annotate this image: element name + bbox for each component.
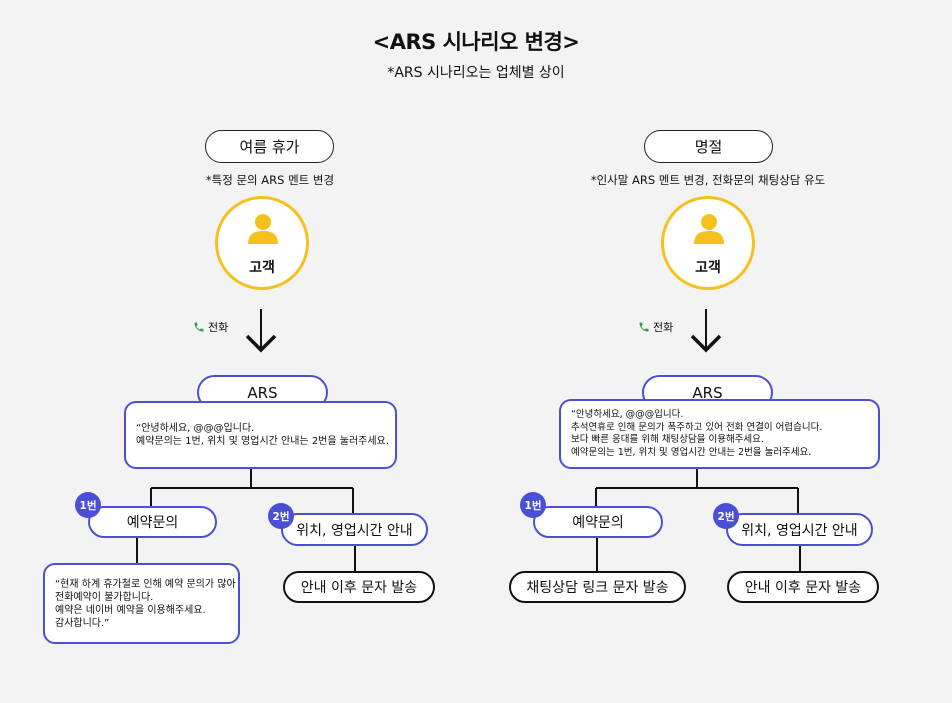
option2-result-right: 안내 이후 문자 발송 [727,571,879,603]
message-line: 예약문의는 1번, 위치 및 영업시간 안내는 2번을 눌러주세요. [571,446,812,458]
message-line: 보다 빠른 응대를 위해 채팅상담을 이용해주세요. [571,434,764,445]
customer-label: 고객 [695,260,721,276]
option1-pill-left: 예약문의 [88,506,217,538]
call-text: 전화 [653,321,674,334]
message-line: 예약은 네이버 예약을 이용해주세요. [55,604,206,616]
phone-icon [639,322,649,332]
customer-circle-right: 고객 [661,196,755,290]
message-line: 전화예약이 불가합니다. [55,591,154,603]
scenario-holiday-pill: 명절 [644,130,773,163]
customer-circle-left: 고객 [215,196,309,290]
message-line: “안녕하세요, @@@입니다. [571,409,684,420]
call-label-right: 전화 [638,319,673,335]
message-line: “안녕하세요, @@@입니다. [136,423,255,434]
customer-label: 고객 [249,260,275,276]
message-line: “현재 하계 휴가철로 인해 예약 문의가 많아 [55,578,236,590]
call-text: 전화 [208,321,229,334]
scenario-summer-pill: 여름 휴가 [205,130,334,163]
option1-badge-left: 1번 [75,492,101,518]
option1-message-box-left: “현재 하계 휴가철로 인해 예약 문의가 많아 전화예약이 불가합니다. 예약… [43,563,240,644]
option2-badge-left: 2번 [268,503,294,529]
option2-pill-left: 위치, 영업시간 안내 [281,513,428,546]
scenario-summer-note: *특정 문의 ARS 멘트 변경 [205,173,335,187]
scenario-holiday-note: *인사말 ARS 멘트 변경, 전화문의 채팅상담 유도 [590,173,826,187]
option2-badge-right: 2번 [713,503,739,529]
call-label-left: 전화 [193,319,228,335]
option2-pill-right: 위치, 영업시간 안내 [726,513,873,546]
message-line: 추석연휴로 인해 문의가 폭주하고 있어 전화 연결이 어렵습니다. [571,421,823,433]
phone-icon [194,322,204,332]
page-subtitle: *ARS 시나리오는 업체별 상이 [387,65,565,81]
page-title: <ARS 시나리오 변경> [372,30,580,54]
option1-result-right: 채팅상담 링크 문자 발송 [509,571,686,603]
message-line: 감사합니다.” [55,617,110,629]
ars-message-box-left: “안녕하세요, @@@입니다. 예약문의는 1번, 위치 및 영업시간 안내는 … [124,401,397,469]
ars-message-box-right: “안녕하세요, @@@입니다. 추석연휴로 인해 문의가 폭주하고 있어 전화 … [559,399,880,469]
option2-result-left: 안내 이후 문자 발송 [283,571,435,603]
option1-pill-right: 예약문의 [533,506,663,538]
option1-badge-right: 1번 [520,492,546,518]
person-icon [248,214,278,244]
message-line: 예약문의는 1번, 위치 및 영업시간 안내는 2번을 눌러주세요. [136,436,389,447]
person-icon [694,214,724,244]
